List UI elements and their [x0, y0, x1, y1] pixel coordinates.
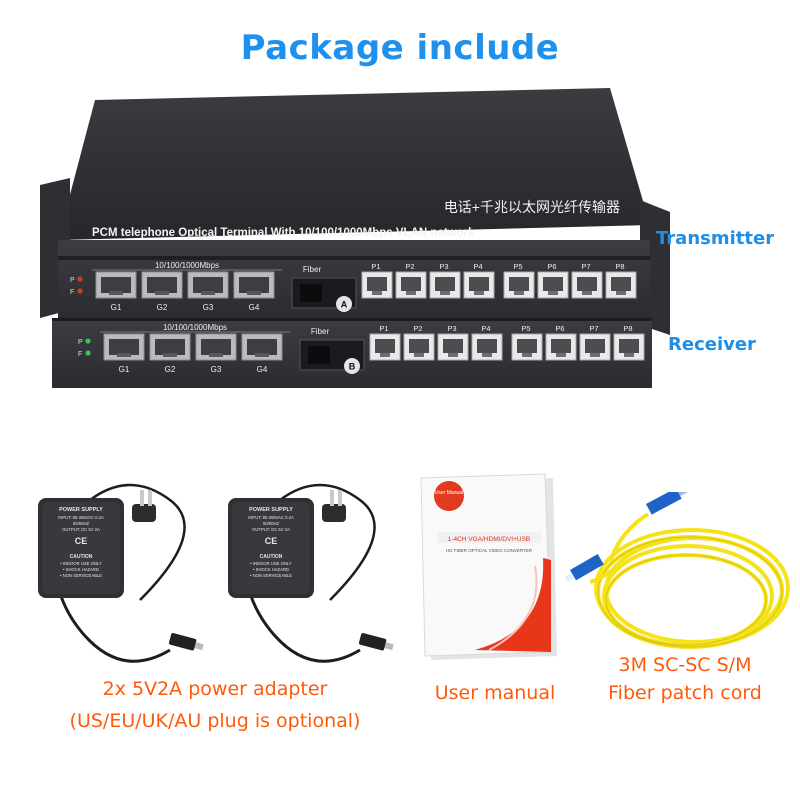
unit-letter: A: [341, 300, 348, 310]
device-cn-title: 电话+千兆以太网光纤传输器: [444, 199, 620, 215]
ethernet-port-label: G4: [249, 303, 260, 312]
ethernet-port-label: G3: [211, 365, 222, 374]
fiber-label: Fiber: [311, 327, 330, 336]
phone-port-label: P8: [615, 262, 624, 271]
led-label: F: [78, 351, 82, 358]
status-led: [85, 350, 91, 356]
adapter-label-text: 50/60HZ: [263, 521, 280, 526]
sc-connector-1: [646, 492, 690, 515]
cord-caption-line1: 3M SC-SC S/M: [618, 654, 752, 676]
adapter-label-text: INPUT: 85-265VAC 0.2A: [248, 515, 294, 520]
phone-port-label: P8: [623, 324, 632, 333]
phone-port-label: P4: [473, 262, 482, 271]
adapter-label-text: CE: [265, 536, 278, 546]
ethernet-port-label: G2: [165, 365, 176, 374]
ethernet-port-label: G3: [203, 303, 214, 312]
phone-port-label: P2: [405, 262, 414, 271]
phone-port-label: P1: [371, 262, 380, 271]
phone-port-label: P5: [521, 324, 530, 333]
ac-plug: [132, 504, 156, 522]
fiber-patch-cord-image: [564, 492, 790, 649]
transmitter-label: Transmitter: [656, 228, 775, 249]
power-adapter-2: POWER SUPPLY INPUT: 85-265VAC 0.2A50/60HZ…: [228, 483, 394, 663]
receiver-label: Receiver: [668, 334, 756, 355]
device-en-title: PCM telephone Optical Terminal With 10/1…: [92, 227, 475, 239]
cord-caption-line2: Fiber patch cord: [608, 682, 762, 704]
ethernet-port-label: G4: [257, 365, 268, 374]
phone-port-label: P4: [481, 324, 490, 333]
phone-port-label: P2: [413, 324, 422, 333]
eth-header: 10/100/1000Mbps: [155, 261, 219, 270]
ac-plug: [322, 504, 346, 522]
adapter-label-text: • NON SERVICEABLE: [250, 573, 292, 578]
unit-letter-badge: [344, 358, 360, 374]
manual-corner-badge: [434, 481, 464, 511]
adapter-label-text: 50/60HZ: [73, 521, 90, 526]
manual-band-text: 1-4CH VGA/HDMI/DVI+USB: [448, 536, 531, 543]
status-led: [77, 288, 83, 294]
phone-port-label: P3: [439, 262, 448, 271]
dc-plug: [358, 633, 387, 651]
adapter-label-text: OUTPUT: DC 5V 2A: [62, 527, 100, 532]
page-title: Package include: [240, 28, 560, 68]
adapter-caption-line1: 2x 5V2A power adapter: [102, 678, 328, 700]
fiber-label: Fiber: [303, 265, 322, 274]
phone-port-label: P7: [581, 262, 590, 271]
manual-corner-text: User Manual: [435, 490, 463, 496]
dc-plug: [168, 633, 197, 651]
unit-letter-badge: [336, 296, 352, 312]
power-adapter-1: POWER SUPPLY INPUT: 85-265VAC 0.2A50/60HZ…: [38, 483, 204, 663]
adapter-label-text: • INDOOR USE ONLY: [250, 561, 292, 566]
adapter-label-text: • SHOCK HAZARD: [253, 567, 289, 572]
sc-connector-2: [564, 554, 604, 582]
status-led: [85, 338, 91, 344]
led-label: P: [78, 339, 83, 346]
adapter-label-text: OUTPUT: DC 5V 2A: [252, 527, 290, 532]
manual-sub-text: HD FIBER OPTICAL VIDEO CONVERTER: [446, 548, 533, 553]
led-label: P: [70, 277, 75, 284]
adapter-label-text: CE: [75, 536, 88, 546]
transmitter-top-panel: [58, 88, 650, 240]
ethernet-port-label: G1: [111, 303, 122, 312]
phone-port-label: P5: [513, 262, 522, 271]
status-led: [77, 276, 83, 282]
adapter-label-text: POWER SUPPLY: [59, 507, 103, 513]
phone-port-label: P6: [547, 262, 556, 271]
eth-header: 10/100/1000Mbps: [163, 323, 227, 332]
unit-letter: B: [349, 362, 356, 372]
phone-port-label: P7: [589, 324, 598, 333]
led-label: F: [70, 289, 74, 296]
adapter-label-text: INPUT: 85-265VAC 0.2A: [58, 515, 104, 520]
phone-port-label: P1: [379, 324, 388, 333]
phone-port-label: P6: [555, 324, 564, 333]
ethernet-port-label: G1: [119, 365, 130, 374]
phone-port-label: P3: [447, 324, 456, 333]
adapter-label-text: • NON SERVICEABLE: [60, 573, 102, 578]
adapter-caption-line2: (US/EU/UK/AU plug is optional): [69, 710, 361, 732]
ethernet-port-label: G2: [157, 303, 168, 312]
adapter-label-text: • INDOOR USE ONLY: [60, 561, 102, 566]
adapter-label-text: CAUTION: [70, 554, 93, 560]
manual-caption: User manual: [434, 682, 556, 704]
manual-red-swoosh: [475, 558, 551, 652]
adapter-label-text: CAUTION: [260, 554, 283, 560]
adapter-label-text: • SHOCK HAZARD: [63, 567, 99, 572]
user-manual-image: User Manual 1-4CH VGA/HDMI/DVI+USB HD FI…: [420, 473, 557, 660]
adapter-label-text: POWER SUPPLY: [249, 507, 293, 513]
